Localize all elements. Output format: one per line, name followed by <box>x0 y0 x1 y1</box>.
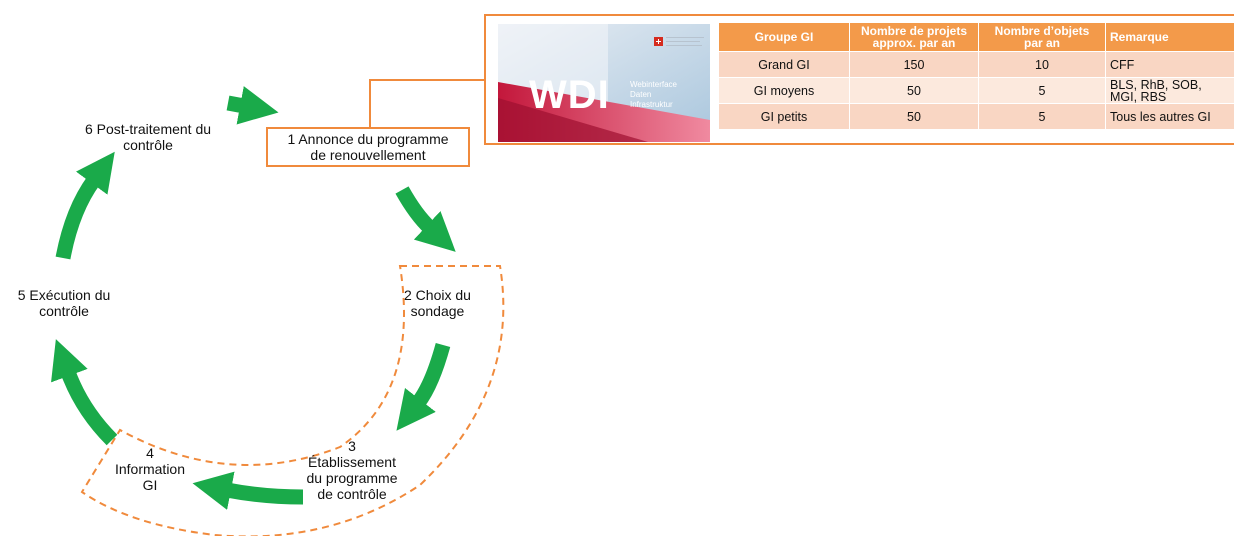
cell-projects: 50 <box>850 78 978 103</box>
table-row: Grand GI 150 10 CFF <box>719 52 1234 77</box>
cell-projects: 150 <box>850 52 978 77</box>
highlight-region <box>80 265 505 536</box>
connector-line <box>369 79 484 127</box>
cell-objects: 5 <box>979 104 1105 129</box>
wdi-card-background <box>498 24 710 142</box>
table-row: GI moyens 50 5 BLS, RhB, SOB,MGI, RBS <box>719 78 1234 103</box>
wdi-subtitle-line-2: Daten <box>630 90 652 99</box>
header-groupe-gi: Groupe GI <box>719 23 849 51</box>
cell-objects: 5 <box>979 78 1105 103</box>
step-1-label-line-1: 1 Annonce du programme <box>287 131 449 147</box>
step-4-label: 4 Information GI <box>105 445 195 493</box>
step-4-line-3: GI <box>142 477 158 493</box>
step-6-line-2: contrôle <box>123 137 173 153</box>
arrow-2-to-3 <box>396 342 451 431</box>
step-4-line-1: 4 <box>146 445 154 461</box>
step-3-label: 3 Établissement du programme de contrôle <box>297 438 407 502</box>
step-1-box: 1 Annonce du programme de renouvellement <box>266 127 470 167</box>
cell-objects: 10 <box>979 52 1105 77</box>
gov-text-line <box>666 41 700 42</box>
step-3-line-4: de contrôle <box>317 486 387 502</box>
step-1-label-line-2: de renouvellement <box>310 147 426 163</box>
step-5-label: 5 Exécution du contrôle <box>8 287 120 319</box>
step-3-line-1: 3 <box>348 438 356 454</box>
wdi-logo: WDI <box>529 73 610 117</box>
cell-projects: 50 <box>850 104 978 129</box>
wdi-card: WDI Webinterface Daten Infrastruktur <box>498 24 710 142</box>
arrow-1-to-2 <box>395 186 456 252</box>
step-2-line-1: 2 Choix du <box>404 287 471 303</box>
table-row: GI petits 50 5 Tous les autres GI <box>719 104 1234 129</box>
cell-group: Grand GI <box>719 52 849 77</box>
step-6-line-1: 6 Post-traitement du <box>84 121 212 137</box>
step-5-line-1: 5 Exécution du <box>17 287 111 303</box>
arrow-4-to-5 <box>51 339 118 446</box>
header-remarque: Remarque <box>1106 23 1234 51</box>
cell-remark: Tous les autres GI <box>1106 104 1234 129</box>
info-panel: WDI Webinterface Daten Infrastruktur Gro… <box>484 14 1234 145</box>
swiss-cross-icon <box>654 37 663 46</box>
step-5-line-2: contrôle <box>39 303 89 319</box>
arrow-6-to-1 <box>226 86 279 125</box>
cell-group: GI moyens <box>719 78 849 103</box>
step-6-label: 6 Post-traitement du contrôle <box>78 121 218 153</box>
cell-group: GI petits <box>719 104 849 129</box>
wdi-subtitle-line-1: Webinterface <box>630 80 677 89</box>
arrow-3-to-4 <box>192 471 304 510</box>
step-2-line-2: sondage <box>410 303 465 319</box>
cell-remark: CFF <box>1106 52 1234 77</box>
gov-text-line <box>666 37 704 38</box>
step-3-line-3: du programme <box>306 470 398 486</box>
cell-remark: BLS, RhB, SOB,MGI, RBS <box>1106 78 1234 103</box>
wdi-subtitle-line-3: Infrastruktur <box>630 100 673 109</box>
step-2-label: 2 Choix du sondage <box>404 287 471 319</box>
step-3-line-2: Établissement <box>308 454 396 470</box>
step-4-line-2: Information <box>114 461 186 477</box>
arrow-5-to-6 <box>55 151 115 260</box>
gov-text-line <box>666 45 702 46</box>
wdi-subtitle: Webinterface Daten Infrastruktur <box>630 80 677 110</box>
